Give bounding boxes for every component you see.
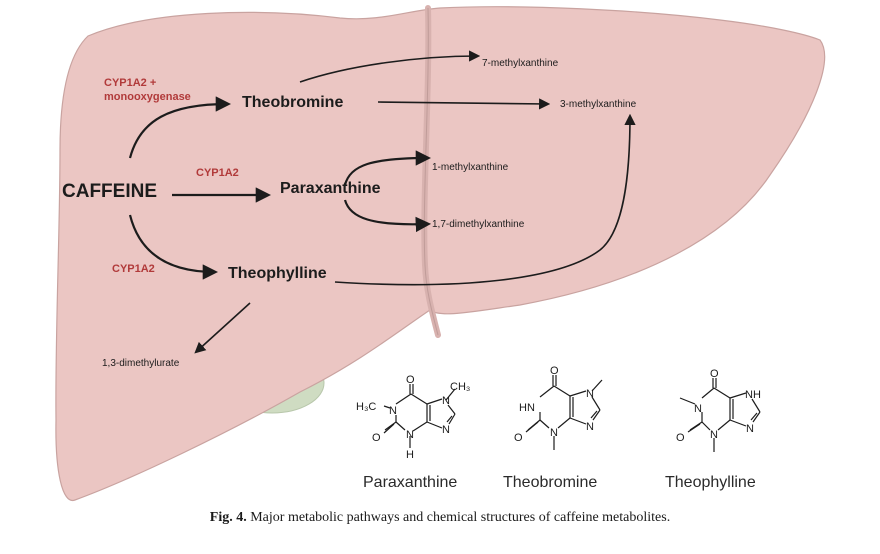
theobromine-atom-n7: N	[586, 388, 594, 400]
structure-name-paraxanthine: Paraxanthine	[363, 474, 457, 491]
paraxanthine-atom-h: H	[406, 449, 414, 461]
arrow-to-7-methylxanthine	[299, 50, 481, 83]
liver-shape	[55, 6, 826, 501]
theobromine-atom-n9: N	[586, 421, 594, 433]
arrow-to-3-methylxanthine	[377, 98, 551, 110]
theobromine-atom-hn: HN	[519, 402, 535, 414]
arrow-theophylline-to-3-methylxanthine	[334, 113, 636, 286]
structure-name-theophylline: Theophylline	[665, 474, 756, 491]
metabolite-1-7-dimethylxanthine: 1,7-dimethylxanthine	[432, 219, 525, 230]
paraxanthine-atom-o2: O	[372, 432, 381, 444]
theobromine-structure: O HN N N N O	[514, 365, 603, 450]
arrow-caffeine-to-theophylline	[128, 214, 219, 280]
theophylline-atom-n1: N	[694, 403, 702, 415]
paraxanthine-structure: O H₃C N CH₃ N N N O H	[356, 374, 470, 461]
theophylline-atom-n3: N	[710, 429, 718, 441]
enzyme-label-top-line2: monooxygenase	[104, 91, 191, 103]
arrow-to-1-methylxanthine	[343, 150, 432, 186]
enzyme-label-mid: CYP1A2	[196, 167, 239, 179]
theophylline-label: Theophylline	[228, 265, 327, 282]
theophylline-atom-o6: O	[710, 368, 719, 380]
metabolite-7-methylxanthine: 7-methylxanthine	[482, 58, 559, 69]
theobromine-atom-o2: O	[514, 432, 523, 444]
metabolite-1-methylxanthine: 1-methylxanthine	[432, 162, 509, 173]
theobromine-atom-n3: N	[550, 427, 558, 439]
theobromine-label: Theobromine	[242, 94, 343, 111]
paraxanthine-label: Paraxanthine	[280, 180, 381, 197]
figure-caption: Fig. 4. Major metabolic pathways and che…	[0, 510, 880, 526]
theophylline-atom-nh: NH	[745, 389, 761, 401]
paraxanthine-atom-n3: N	[406, 429, 414, 441]
arrow-caffeine-to-theobromine	[128, 96, 232, 159]
theophylline-atom-n9: N	[746, 423, 754, 435]
paraxanthine-atom-n1: N	[389, 405, 397, 417]
paraxanthine-atom-o6: O	[406, 374, 415, 386]
metabolite-1-3-dimethylurate: 1,3-dimethylurate	[102, 358, 180, 369]
theophylline-structure: O N NH N N O	[676, 368, 761, 452]
theophylline-atom-o2: O	[676, 432, 685, 444]
arrow-to-1-7-dimethylxanthine	[343, 199, 432, 233]
paraxanthine-atom-ch3: CH₃	[450, 381, 470, 393]
paraxanthine-atom-h3c: H₃C	[356, 401, 376, 413]
theobromine-atom-o6: O	[550, 365, 559, 377]
paraxanthine-atom-n9: N	[442, 424, 450, 436]
enzyme-label-bottom: CYP1A2	[112, 263, 155, 275]
enzyme-label-top-line1: CYP1A2 +	[104, 77, 156, 89]
figure-caption-text: Major metabolic pathways and chemical st…	[250, 510, 671, 525]
arrow-to-1-3-dimethylurate	[194, 302, 251, 354]
caffeine-label: CAFFEINE	[62, 181, 157, 202]
paraxanthine-atom-n7: N	[442, 395, 450, 407]
metabolite-3-methylxanthine: 3-methylxanthine	[560, 99, 637, 110]
figure-caption-label: Fig. 4.	[209, 510, 247, 525]
structure-name-theobromine: Theobromine	[503, 474, 597, 491]
